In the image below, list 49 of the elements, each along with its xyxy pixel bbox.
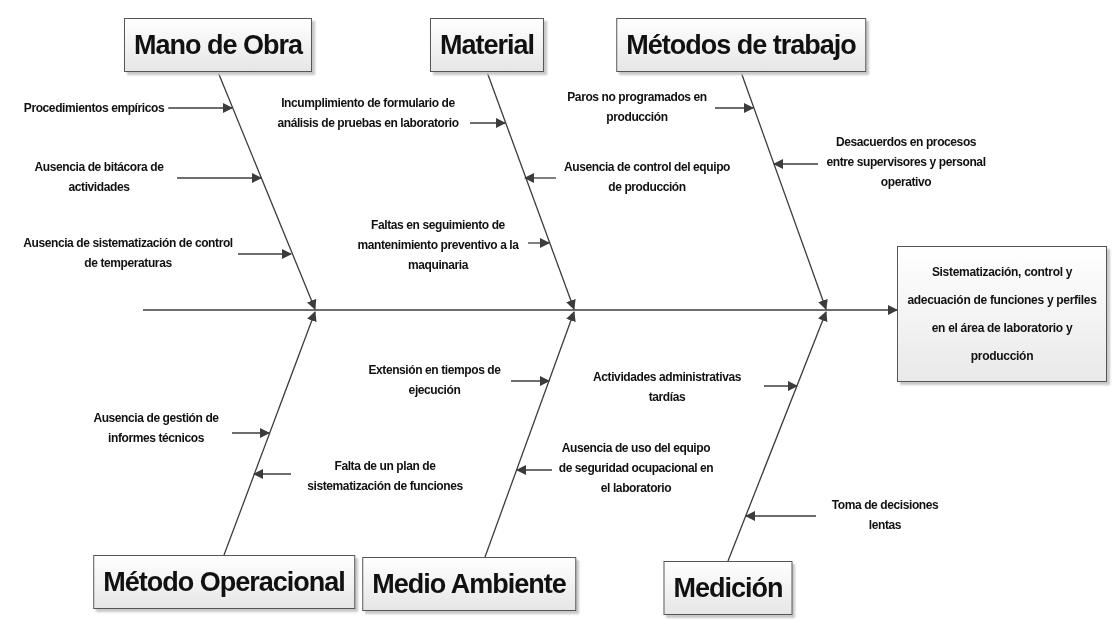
category-box <box>124 18 312 72</box>
cause-text: Extensión en tiempos de ejecución <box>362 360 507 400</box>
category-arrow <box>486 71 576 310</box>
category-arrow <box>484 311 576 558</box>
cause-arrow <box>253 469 292 479</box>
cause-text: Ausencia de bitácora de actividades <box>25 157 173 197</box>
cause-text: Procedimientos empíricos <box>23 98 165 118</box>
category-title: Métodos de trabajo <box>626 29 856 62</box>
cause-text: Ausencia de sistematización de control de temperaturas <box>22 233 234 273</box>
cause-text: Ausencia de control del equipo de producción <box>560 157 734 197</box>
cause-arrow <box>469 118 506 128</box>
category-title: Mano de Obra <box>134 29 302 62</box>
cause-arrow <box>773 159 819 169</box>
category-title: Medición <box>673 572 783 605</box>
cause-arrow <box>237 249 292 259</box>
cause-arrow <box>231 428 270 438</box>
cause-arrow <box>516 465 553 475</box>
category-arrow <box>217 71 317 310</box>
spine-arrow <box>142 305 898 315</box>
cause-text: Actividades administrativas tardías <box>574 367 760 407</box>
category-title: Material <box>440 29 534 62</box>
cause-text: Ausencia de gestión de informes técnicos <box>84 408 228 448</box>
category-title: Medio Ambiente <box>372 568 566 601</box>
cause-text: Falta de un plan de sistematización de funciones <box>295 456 475 496</box>
category-arrow <box>727 311 828 562</box>
cause-text: Incumplimiento de formulario de análisis de pruebas en laboratorio <box>270 93 466 133</box>
category-box <box>663 561 793 615</box>
category-box <box>362 557 576 611</box>
category-arrow <box>223 311 317 556</box>
cause-text: Desacuerdos en procesos entre supervisores y personal operativo <box>822 132 990 192</box>
category-title: Método Operacional <box>103 566 345 599</box>
cause-arrow <box>167 103 233 113</box>
cause-text: Toma de decisiones lentas <box>820 495 950 535</box>
cause-arrow <box>745 511 817 521</box>
effect-box <box>897 246 1107 382</box>
cause-arrow <box>524 173 557 183</box>
cause-text: Faltas en seguimiento de mantenimiento preventivo a la maquinaria <box>352 215 524 275</box>
cause-arrow <box>527 238 550 248</box>
category-box <box>430 18 544 72</box>
cause-text: Ausencia de uso del equipo de seguridad ocupacional en el laboratorio <box>556 438 716 498</box>
cause-arrow <box>763 381 798 391</box>
cause-arrow <box>714 103 754 113</box>
cause-arrow <box>176 173 262 183</box>
category-box <box>616 18 866 72</box>
category-arrow <box>740 71 828 310</box>
cause-text: Paros no programados en producción <box>563 87 711 127</box>
category-box <box>93 555 355 609</box>
effect-text: Sistematización, control y adecuación de funciones y perfiles en el área de laboratorio y producción <box>906 264 1098 365</box>
cause-arrow <box>510 376 550 386</box>
